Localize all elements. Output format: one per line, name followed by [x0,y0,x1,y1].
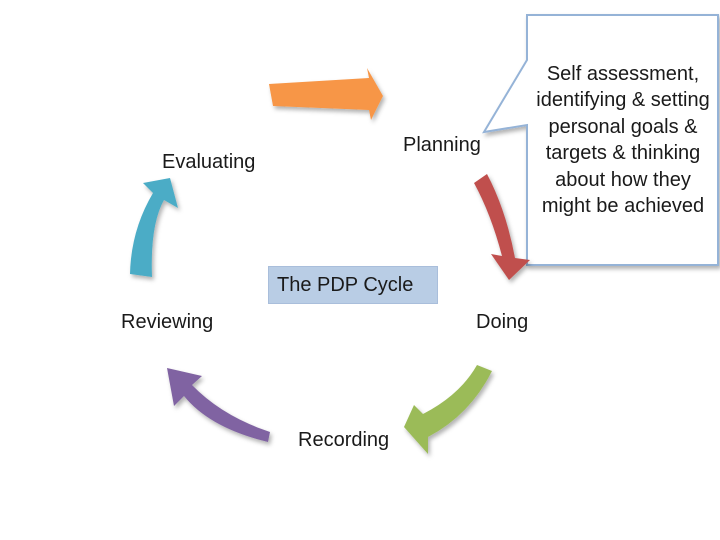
callout-box [482,14,719,266]
arrow-reviewing-to-evaluating [130,178,178,277]
stage-label-evaluating: Evaluating [162,151,256,173]
stage-label-reviewing: Reviewing [121,311,214,333]
stage-label-planning: Planning [403,134,481,156]
arrow-doing-to-recording [404,365,492,454]
arrow-recording-to-reviewing [167,368,270,442]
stage-label-recording: Recording [298,429,390,451]
arrow-planning-to-doing [474,174,530,280]
callout-text: Self assessment, identifying & setting p… [536,62,710,218]
arrow-evaluating-to-planning [269,68,383,120]
stage-label-doing: Doing [476,311,529,333]
center-title: The PDP Cycle [268,266,438,304]
